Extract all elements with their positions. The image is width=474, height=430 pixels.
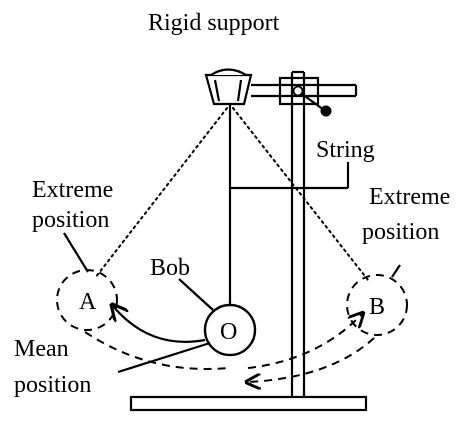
pointer-mean (117, 341, 211, 374)
rigid-support (204, 68, 253, 106)
label-string: String (316, 137, 375, 163)
label-extreme-right-1: Extreme (369, 184, 450, 210)
pointer-bob (178, 278, 214, 311)
label-extreme-left-2: position (32, 207, 109, 233)
label-position-a: A (79, 289, 97, 315)
pointer-extreme-left (63, 232, 89, 273)
string-pointer (230, 162, 350, 190)
swing-line-left (94, 107, 228, 279)
label-mean-2: position (14, 372, 91, 398)
label-extreme-left-1: Extreme (32, 177, 113, 203)
bob (203, 303, 257, 357)
dashed-arc-to-b (247, 314, 362, 369)
dashed-arc-left (84, 331, 229, 370)
label-extreme-right-2: position (362, 219, 439, 245)
clamp (278, 76, 320, 106)
arrow-o-to-a (113, 306, 206, 343)
stand-base (129, 395, 368, 412)
label-position-b: B (369, 294, 385, 320)
label-bob: Bob (150, 255, 190, 281)
dashed-arc-from-b (248, 337, 375, 382)
clamp-screw (301, 93, 332, 117)
label-mean-1: Mean (14, 336, 69, 362)
label-position-o: O (220, 319, 237, 345)
pointer-extreme-right (391, 264, 401, 278)
extreme-position-b (346, 274, 408, 336)
label-rigid-support: Rigid support (148, 10, 280, 36)
swing-line-right (232, 107, 369, 281)
stand-rod (290, 70, 306, 397)
